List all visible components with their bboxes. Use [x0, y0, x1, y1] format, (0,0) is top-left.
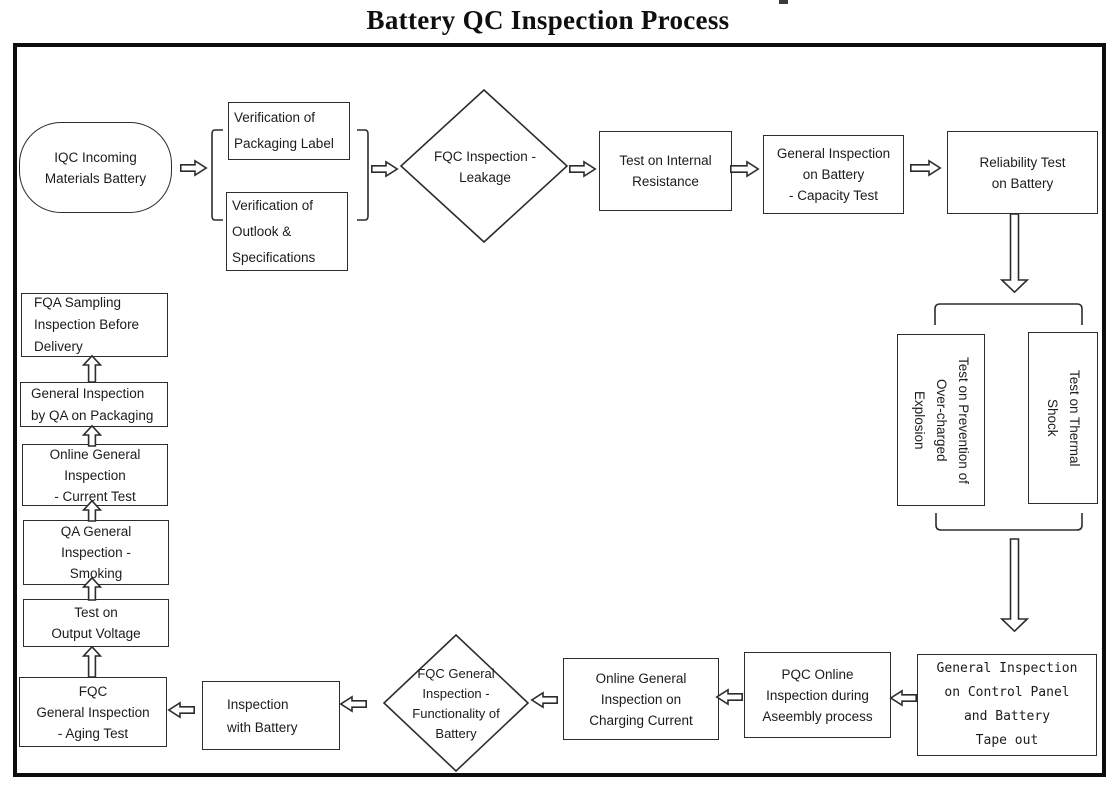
- node-qa-inspection-smoking: QA General Inspection - Smoking: [23, 520, 169, 585]
- node-pqc-online-inspection-assembly: PQC Online Inspection during Aseembly pr…: [744, 652, 891, 738]
- page-title: Battery QC Inspection Process: [366, 5, 730, 35]
- node-verification-packaging-label: Verification of Packaging Label: [228, 102, 350, 160]
- node-test-overcharged-explosion: Test on Prevention of Over-charged Explo…: [897, 334, 985, 506]
- node-iqc-incoming-materials: IQC Incoming Materials Battery: [19, 122, 172, 213]
- node-fqc-inspection-aging-test: FQC General Inspection - Aging Test: [19, 677, 167, 747]
- node-test-output-voltage: Test on Output Voltage: [23, 599, 169, 647]
- decision-fqc-leakage-label: FQC Inspection - Leakage: [433, 149, 537, 185]
- node-general-inspection-control-panel: General Inspection on Control Panel and …: [917, 654, 1097, 756]
- node-inspection-with-battery: Inspection with Battery: [202, 681, 340, 750]
- decision-fqc-functionality-label: FQC General Inspection - Functionality o…: [412, 665, 500, 741]
- node-general-inspection-qa-packaging: General Inspection by QA on Packaging: [20, 382, 168, 427]
- scan-artifact: [779, 0, 788, 4]
- node-test-internal-resistance: Test on Internal Resistance: [599, 131, 732, 211]
- diagram-border: [13, 43, 1106, 777]
- node-test-thermal-shock: Test on Thermal Shock: [1028, 332, 1098, 504]
- node-online-inspection-charging-current: Online General Inspection on Charging Cu…: [563, 658, 719, 740]
- node-general-inspection-capacity-test: General Inspection on Battery - Capacity…: [763, 135, 904, 214]
- node-verification-outlook-specs: Verification of Outlook & Specifications: [226, 192, 348, 271]
- node-fqa-sampling-before-delivery: FQA Sampling Inspection Before Delivery: [21, 293, 168, 357]
- node-online-inspection-current-test: Online General Inspection - Current Test: [22, 444, 168, 506]
- node-reliability-test-battery: Reliability Test on Battery: [947, 131, 1098, 214]
